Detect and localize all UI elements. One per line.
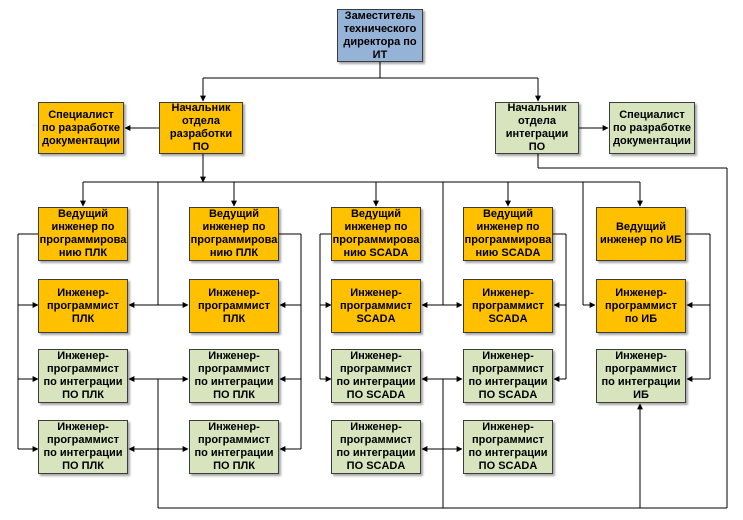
programmer-scada-2: Инженер-программист SCADA [463,279,553,333]
dev-doc-specialist-box: Специалист по разработке документации [38,102,124,154]
integration-programmer-plc-1a: Инженер-программист по интеграции ПО ПЛК [38,349,128,403]
programmer-scada-1: Инженер-программист SCADA [331,279,421,333]
integration-programmer-plc-2a: Инженер-программист по интеграции ПО ПЛК [189,349,279,403]
integration-programmer-ib: Инженер-программист по интеграции ИБ [596,349,686,403]
integration-programmer-scada-2b: Инженер-программист по интеграции ПО SCA… [463,420,553,474]
int-head-box: Начальник отдела интеграции ПО [495,102,579,154]
programmer-plc-1: Инженер-программист ПЛК [38,279,128,333]
lead-engineer-scada-1: Ведущий инженер по программирова нию SCA… [331,207,421,261]
programmer-plc-2: Инженер-программист ПЛК [189,279,279,333]
lead-engineer-plc-1: Ведущий инженер по программирова нию ПЛК [38,207,128,261]
lead-engineer-plc-2: Ведущий инженер по программирова нию ПЛК [189,207,279,261]
lead-engineer-scada-2: Ведущий инженер по программирова нию SCA… [463,207,553,261]
director-box: Заместитель технического директора по ИТ [337,9,423,62]
lead-engineer-ib: Ведущий инженер по ИБ [596,207,686,261]
integration-programmer-plc-1b: Инженер-программист по интеграции ПО ПЛК [38,420,128,474]
integration-programmer-plc-2b: Инженер-программист по интеграции ПО ПЛК [189,420,279,474]
integration-programmer-scada-1b: Инженер-программист по интеграции ПО SCA… [331,420,421,474]
programmer-ib: Инженер-программист по ИБ [596,279,686,333]
int-doc-specialist-box: Специалист по разработке документации [609,102,695,154]
dev-head-box: Начальник отдела разработки ПО [159,102,243,154]
integration-programmer-scada-2a: Инженер-программист по интеграции ПО SCA… [463,349,553,403]
integration-programmer-scada-1a: Инженер-программист по интеграции ПО SCA… [331,349,421,403]
